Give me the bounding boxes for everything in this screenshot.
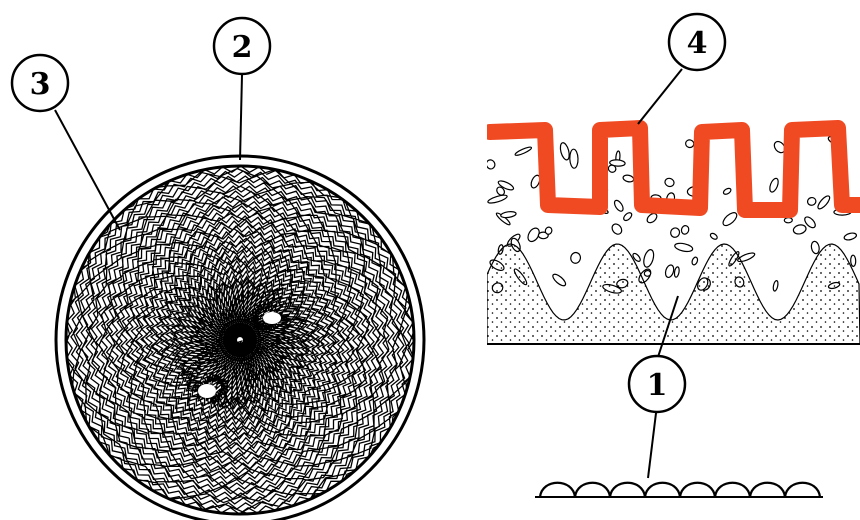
leader-line-1: [648, 405, 657, 478]
callout-2-label: 2: [232, 30, 253, 65]
leader-line-3: [55, 110, 120, 230]
cross-section-figure: [485, 120, 860, 497]
surface-profile-detail: [540, 483, 820, 497]
callout-3-label: 3: [30, 67, 51, 102]
matrix-particle: [784, 217, 792, 222]
callout-1: 1: [629, 356, 685, 412]
leader-line-2: [240, 75, 242, 160]
callout-2: 2: [214, 18, 270, 74]
callout-1-label: 1: [647, 368, 668, 403]
leader-line-4: [638, 69, 682, 124]
callout-4-label: 4: [687, 26, 708, 61]
callout-3: 3: [12, 55, 68, 111]
matrix-particle: [644, 270, 651, 277]
matrix-particle: [569, 149, 578, 168]
callout-4: 4: [669, 14, 725, 70]
mesh-void: [263, 312, 281, 324]
mesh-void: [198, 384, 216, 398]
matrix-particle: [851, 255, 856, 266]
